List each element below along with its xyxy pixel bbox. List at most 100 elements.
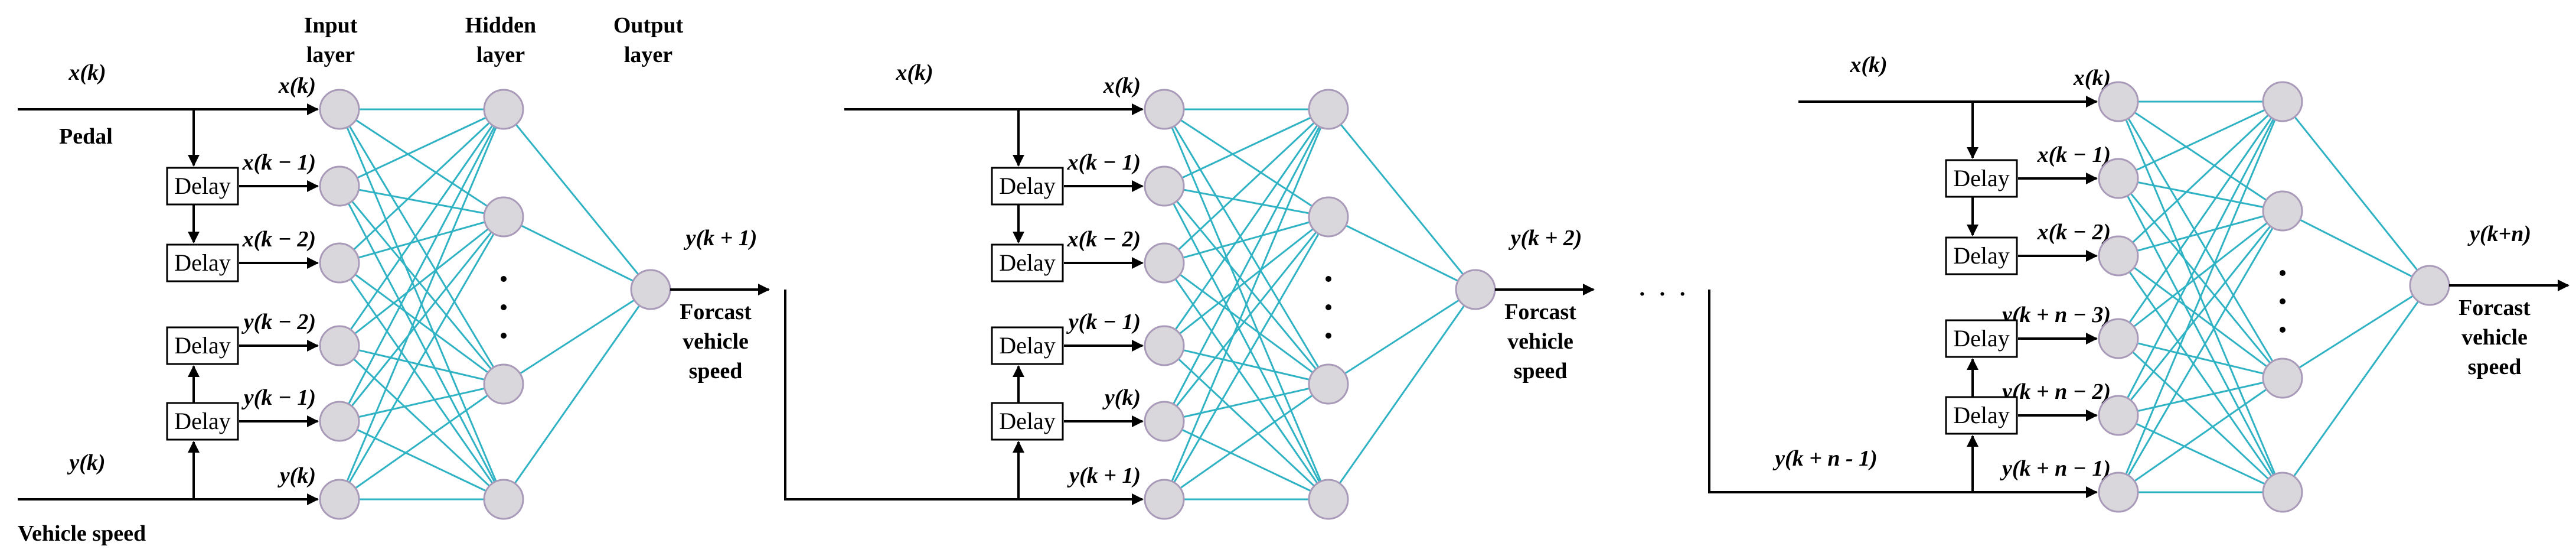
input-node-2 xyxy=(2098,235,2139,277)
connection-in0-h1 xyxy=(339,108,504,218)
delay-box-label-2: Delay xyxy=(174,249,231,276)
connection-h1-out xyxy=(503,216,651,291)
hidden-node-2 xyxy=(1308,363,1349,405)
input-label-4: y(k + n − 2) xyxy=(2000,379,2111,404)
output-label: y(k + 1) xyxy=(684,226,758,251)
connection-in5-h1 xyxy=(1163,216,1330,500)
hidden-node-1 xyxy=(2262,190,2303,232)
input-label-4: y(k − 1) xyxy=(241,385,316,410)
connection-in3-h2 xyxy=(1164,344,1329,385)
input-node-0 xyxy=(1144,89,1185,130)
connection-in5-h1 xyxy=(2117,210,2284,493)
network-3: x(k)x(k − 1)x(k − 2)y(k + n − 3)y(k + n … xyxy=(1708,53,2570,513)
hidden-layer-header-1: Hidden xyxy=(465,13,536,38)
hidden-node-0 xyxy=(1308,89,1349,130)
connection-in4-h3 xyxy=(1164,420,1329,500)
hidden-node-2 xyxy=(483,363,524,405)
forecast-text-0: Forcast xyxy=(1504,300,1576,324)
connection-in3-h3 xyxy=(338,344,505,500)
input-node-1 xyxy=(2098,158,2139,199)
output-node xyxy=(630,269,671,310)
hidden-ellipsis-dot-2 xyxy=(2280,327,2286,333)
connection-in5-h0 xyxy=(1163,109,1330,500)
input-node-1 xyxy=(319,165,360,207)
input-node-3 xyxy=(2098,318,2139,359)
delay-box-4 xyxy=(166,402,239,441)
delay-box-3 xyxy=(991,326,1064,365)
delay-box-label-4: Delay xyxy=(999,408,1056,434)
input-layer-header-2: layer xyxy=(306,43,355,67)
connection-h3-out xyxy=(1327,289,1477,500)
input-node-4 xyxy=(1144,401,1185,442)
input-label-2: x(k − 2) xyxy=(242,227,316,252)
delay-box-label-4: Delay xyxy=(174,408,231,434)
forecast-text-1: vehicle xyxy=(2461,325,2528,350)
delay-box-3 xyxy=(1945,319,2018,358)
outer-top-label: x(k) xyxy=(1849,53,1887,77)
connection-in1-h1 xyxy=(339,185,504,218)
connection-in5-h2 xyxy=(339,383,504,500)
outer-top-label: x(k) xyxy=(68,60,106,85)
connection-h1-out xyxy=(1328,216,1476,291)
delay-box-4 xyxy=(991,402,1064,441)
input-node-4 xyxy=(2098,395,2139,436)
connection-in3-h3 xyxy=(1163,344,1330,500)
connection-in3-h1 xyxy=(339,216,504,347)
hidden-node-3 xyxy=(1308,479,1349,520)
output-layer-header-1: Output xyxy=(613,13,684,38)
connection-h2-out xyxy=(2282,284,2430,379)
connection-in2-h0 xyxy=(338,108,505,264)
connection-in3-h3 xyxy=(2117,337,2284,493)
delay-box-3 xyxy=(166,326,239,365)
forecast-text-2: speed xyxy=(1514,359,1568,384)
connection-h1-out xyxy=(2282,210,2430,287)
connection-in2-h0 xyxy=(1163,108,1330,264)
input-node-3 xyxy=(1144,325,1185,366)
input-node-2 xyxy=(1144,242,1185,284)
input-label-1: x(k − 1) xyxy=(242,150,316,175)
connection-in2-h2 xyxy=(1164,262,1329,385)
input-label-5: y(k) xyxy=(277,463,316,488)
connection-in1-h1 xyxy=(1164,185,1329,218)
connection-in3-h1 xyxy=(1164,216,1329,347)
forecast-text-2: speed xyxy=(2468,355,2522,379)
connection-h0-out xyxy=(1327,109,1477,290)
input-label-3: y(k − 2) xyxy=(241,310,316,334)
output-label: y(k + 2) xyxy=(1509,226,1582,251)
delay-box-label-4: Delay xyxy=(1953,402,2010,428)
connection-in4-h0 xyxy=(1163,109,1330,422)
output-label: y(k+n) xyxy=(2467,222,2531,246)
connection-in4-h2 xyxy=(2118,377,2283,417)
forecast-text-2: speed xyxy=(689,359,743,384)
connection-in4-h2 xyxy=(1164,383,1329,422)
outer-top-label: x(k) xyxy=(895,60,933,85)
hidden-layer-header-2: layer xyxy=(476,43,525,67)
connection-in5-h0 xyxy=(2117,101,2284,493)
input-label-0: x(k) xyxy=(2073,66,2111,90)
connection-in0-h2 xyxy=(2117,101,2284,379)
connection-h0-out xyxy=(502,109,652,290)
connection-in5-h1 xyxy=(338,216,505,500)
layer-headers: Input layer Hidden layer Output layer xyxy=(304,13,684,67)
connection-h3-out xyxy=(502,289,652,500)
input-label-1: x(k − 1) xyxy=(2037,142,2111,167)
hidden-ellipsis-dot-0 xyxy=(1325,276,1331,282)
delay-box-label-2: Delay xyxy=(999,249,1056,276)
connection-in2-h0 xyxy=(2117,100,2284,257)
connection-in4-h1 xyxy=(1163,216,1330,422)
connection-in2-h3 xyxy=(338,262,505,500)
hidden-ellipsis-dot-1 xyxy=(2280,298,2286,304)
delay-box-1 xyxy=(166,167,239,206)
input-node-3 xyxy=(319,325,360,366)
connection-in1-h0 xyxy=(2118,100,2283,180)
input-node-5 xyxy=(1144,479,1185,520)
connection-in3-h2 xyxy=(2118,337,2283,379)
output-layer-header-2: layer xyxy=(624,43,672,67)
connection-in1-h0 xyxy=(339,108,504,187)
connection-in5-h2 xyxy=(1164,383,1329,500)
connection-in0-h2 xyxy=(1163,109,1330,385)
hidden-node-0 xyxy=(2262,81,2303,122)
input-label-0: x(k) xyxy=(278,73,316,98)
connection-in2-h3 xyxy=(1163,262,1330,500)
